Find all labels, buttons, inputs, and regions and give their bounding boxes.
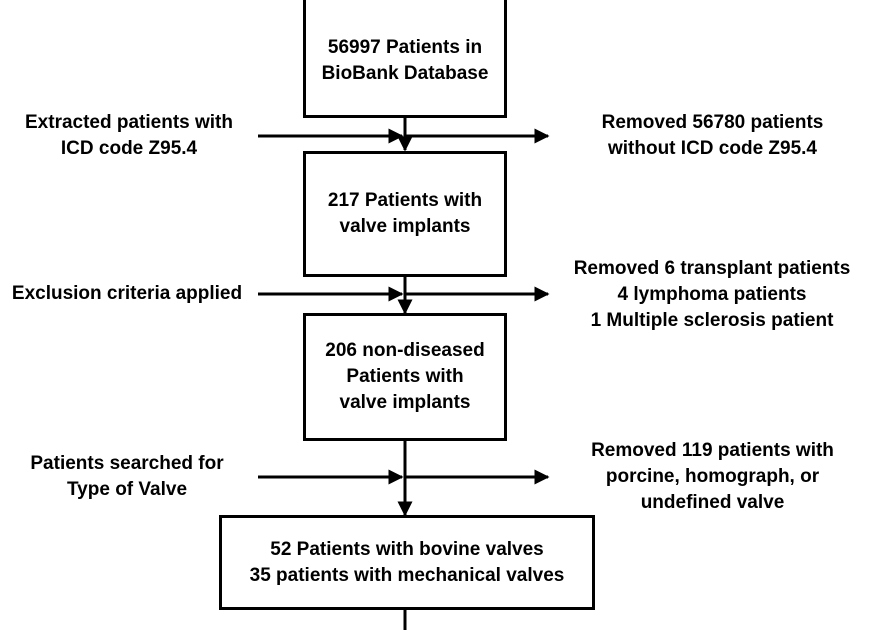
label-text: Type of Valve bbox=[66, 479, 188, 500]
box-text: 217 Patients with bbox=[327, 190, 483, 211]
label-text: 4 lymphoma patients bbox=[617, 284, 807, 305]
label-text: undefined valve bbox=[640, 492, 785, 513]
box-text: 206 non-diseased bbox=[325, 340, 485, 361]
removed-valve-type-label: Removed 119 patients with porcine, homog… bbox=[560, 438, 865, 516]
box-text: 35 patients with mechanical valves bbox=[249, 564, 565, 586]
label-text: 1 Multiple sclerosis patient bbox=[590, 310, 834, 331]
step-exclusion-label: Exclusion criteria applied bbox=[0, 281, 254, 307]
box-text: 56997 Patients in bbox=[327, 36, 483, 58]
label-text: Removed 119 patients with bbox=[591, 440, 834, 461]
label-text: Extracted patients with bbox=[25, 112, 233, 133]
removed-exclusions-label: Removed 6 transplant patients 4 lymphoma… bbox=[555, 256, 869, 334]
label-text: ICD code Z95.4 bbox=[60, 138, 198, 159]
box-text: valve implants bbox=[339, 216, 471, 237]
box-text: 52 Patients with bovine valves bbox=[270, 538, 544, 560]
label-text: without ICD code Z95.4 bbox=[607, 138, 818, 159]
label-text: Removed 56780 patients bbox=[601, 112, 824, 133]
step-extract-label: Extracted patients with ICD code Z95.4 bbox=[4, 110, 254, 162]
step-search-label: Patients searched for Type of Valve bbox=[0, 451, 254, 503]
removed-no-icd-label: Removed 56780 patients without ICD code … bbox=[560, 110, 865, 162]
box-valve-implant-patients: 217 Patients with valve implants bbox=[303, 151, 507, 277]
label-text: porcine, homograph, or bbox=[605, 466, 820, 487]
box-non-diseased-patients: 206 non-diseased Patients with valve imp… bbox=[303, 313, 507, 441]
label-text: Exclusion criteria applied bbox=[11, 283, 243, 304]
box-text: Patients with bbox=[346, 366, 464, 387]
label-text: Removed 6 transplant patients bbox=[573, 258, 851, 279]
box-final-cohort: 52 Patients with bovine valves 35 patien… bbox=[219, 515, 595, 610]
box-biobank-patients: 56997 Patients in BioBank Database bbox=[303, 0, 507, 118]
label-text: Patients searched for bbox=[30, 453, 224, 474]
box-text: valve implants bbox=[339, 392, 471, 413]
box-text: BioBank Database bbox=[321, 62, 489, 84]
